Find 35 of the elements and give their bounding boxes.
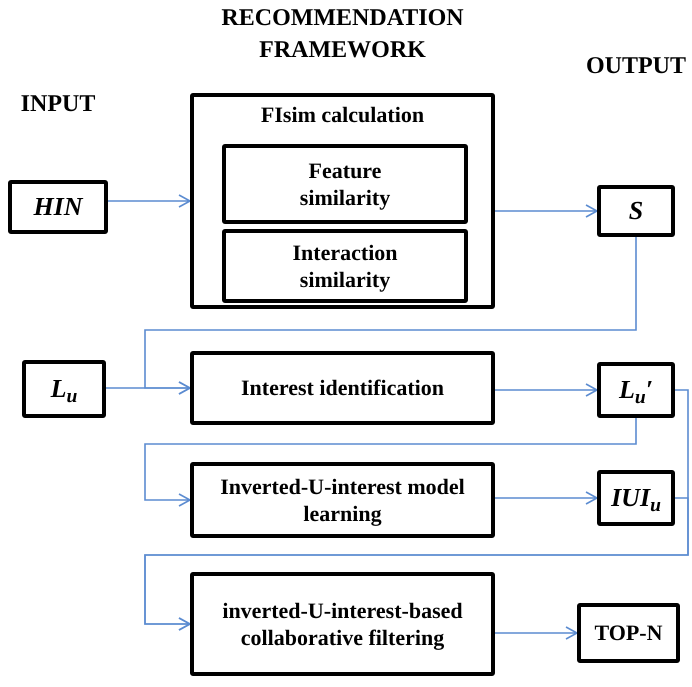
- arrow: [108, 194, 191, 208]
- process-box: [222, 144, 468, 224]
- math-symbol: L$_{u}$: [50, 376, 78, 402]
- process-box: [222, 229, 468, 303]
- process-box: [8, 180, 108, 234]
- arrow: [495, 626, 578, 640]
- arrow: [495, 383, 598, 397]
- arrow: [144, 418, 637, 507]
- group-box: [190, 93, 495, 309]
- math-symbol: IUI$_{u}$: [611, 485, 661, 511]
- math-symbol: L$_{u}$′: [618, 377, 654, 403]
- column-heading: RECOMMENDATION FRAMEWORK: [220, 4, 465, 66]
- process-box: [190, 351, 495, 425]
- process-box: [190, 572, 495, 676]
- box-label: FIsim calculation: [260, 101, 424, 128]
- column-heading: OUTPUT: [584, 52, 687, 81]
- math-symbol: HIN: [33, 194, 83, 220]
- arrow: [495, 204, 598, 218]
- box-label: TOP-N: [594, 619, 663, 647]
- box-label: inverted-U-interest-based collaborative filtering: [221, 596, 464, 652]
- process-box: [597, 362, 675, 418]
- process-box: [22, 360, 106, 418]
- arrow: [495, 491, 598, 505]
- box-label: Feature similarity: [298, 156, 392, 212]
- arrow: [106, 381, 191, 395]
- process-box: [597, 185, 675, 237]
- process-box: [190, 462, 495, 538]
- math-symbol: S: [628, 198, 644, 224]
- box-label: Interaction similarity: [291, 238, 399, 294]
- box-label: Inverted-U-interest model learning: [219, 472, 466, 528]
- process-box: [597, 470, 675, 526]
- box-label: Interest identification: [240, 374, 444, 402]
- column-heading: INPUT: [20, 90, 96, 119]
- process-box: [577, 603, 680, 663]
- arrow: [144, 497, 689, 631]
